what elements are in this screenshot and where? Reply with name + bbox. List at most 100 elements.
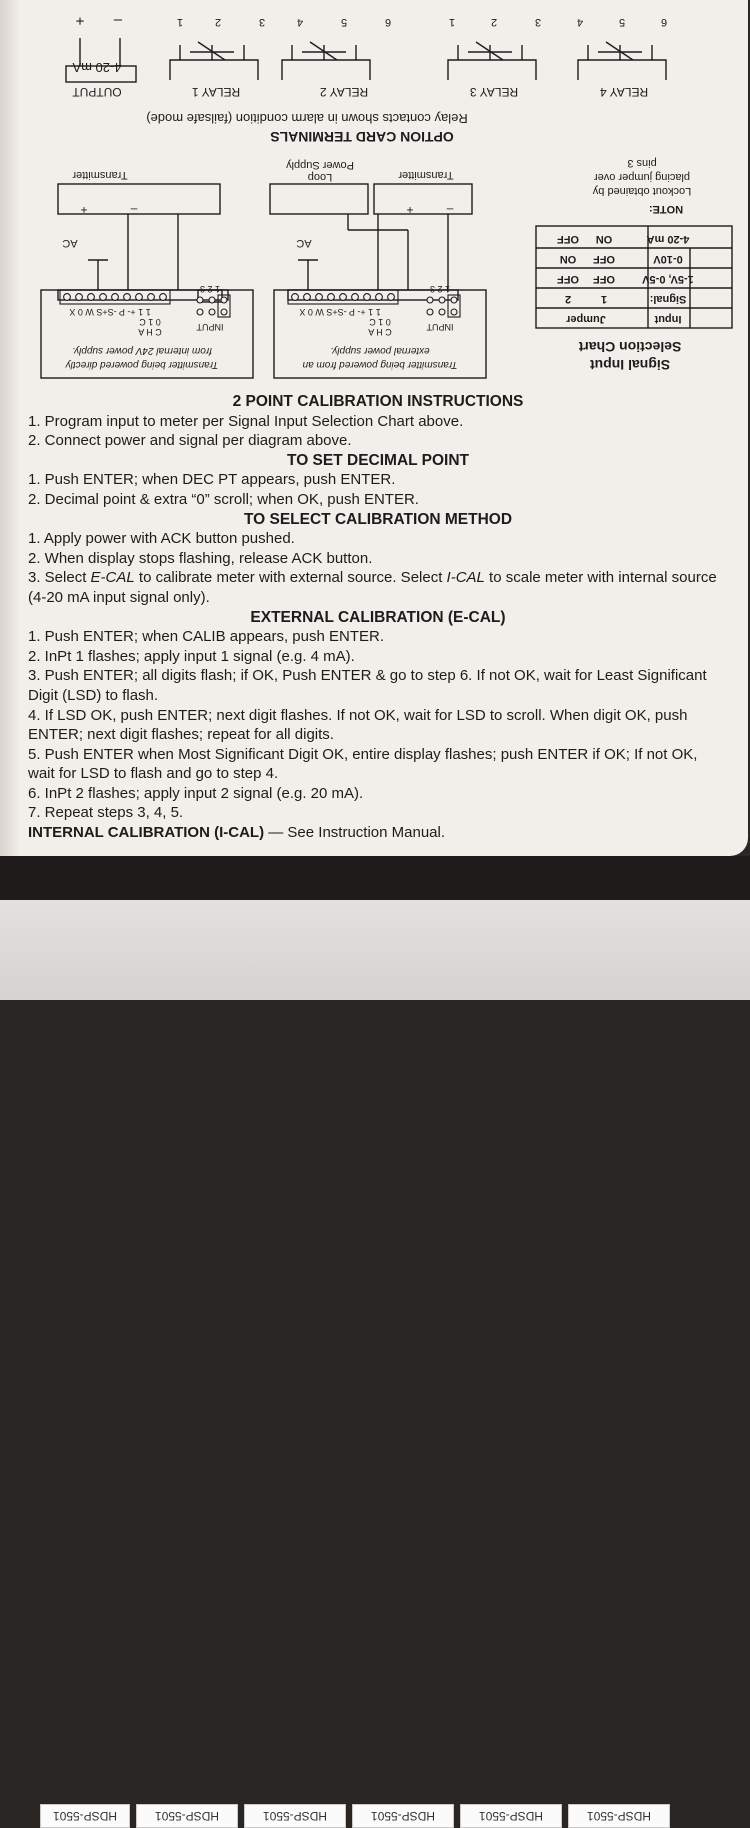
s3c-mid: to calibrate meter with external source.… [134, 569, 447, 587]
relay4-pin6: 6 [661, 16, 667, 28]
chart-header-input: Input [654, 313, 681, 325]
bottom-board: HDSP-5501 HDSP-5501 HDSP-5501 HDSP-5501 … [0, 900, 750, 1828]
chart-header-jumper: Jumper [565, 313, 605, 325]
final-bold: INTERNAL CALIBRATION (I-CAL) [28, 824, 265, 842]
part-label: HDSP-5501 [460, 1804, 562, 1828]
instr-s4-4: 4. If LSD OK, push ENTER; next digit fla… [28, 706, 688, 744]
output-minus: – [113, 12, 122, 29]
w1-terminal-screws [63, 293, 167, 301]
w2-loop: Loop [308, 171, 332, 183]
part-label: HDSP-5501 [352, 1804, 454, 1828]
option-card-title: OPTION CARD TERMINALS [270, 129, 454, 145]
instr-s4-6: 6. InPt 2 flashes; apply input 2 signal … [28, 784, 364, 802]
relay3-terminal [447, 41, 537, 80]
part-label: HDSP-5501 [136, 1804, 238, 1828]
relay1-pin3: 3 [259, 16, 265, 28]
instr-s1-1: 1. Program input to meter per Signal Inp… [28, 412, 464, 430]
w2-terminal-top: 1 1 +- P -S+S W 0 X [299, 307, 380, 317]
calibration-instructions: 2 POINT CALIBRATION INSTRUCTIONS 1. Prog… [28, 392, 728, 843]
chart-col1: 1 [601, 293, 607, 305]
instr-s4-1: 1. Push ENTER; when CALIB appears, push … [28, 628, 384, 646]
chart-row1-c1: OFF [593, 273, 615, 285]
s3c-pre: 3. Select [28, 569, 91, 587]
s3c-ical: I-CAL [446, 569, 485, 587]
chart-signal-label: Signal: [650, 293, 687, 305]
output-plus: + [75, 12, 84, 29]
w2-power-supply: Power Supply [286, 159, 354, 171]
instr-s2-1: 1. Push ENTER; when DEC PT appears, push… [28, 471, 396, 489]
output-label: OUTPUT [72, 85, 122, 99]
w2-caption1: Transmitter being powered from an [302, 359, 457, 370]
chart-row3-c2: OFF [557, 233, 579, 245]
w1-terminal-top: 1 1 +- P -S+S W 0 X [69, 307, 150, 317]
chart-row2-c1: OFF [593, 253, 615, 265]
relay-row [65, 38, 667, 83]
relay2-pin6: 6 [385, 16, 391, 28]
relay2-terminal [281, 41, 371, 80]
chart-title1: Signal Input [590, 357, 670, 373]
chart-title2: Selection Chart [578, 339, 681, 355]
part-label: HDSP-5501 [40, 1804, 130, 1828]
w2-pins: 1 2 3 [430, 284, 450, 294]
relay1-pin1: 1 [177, 16, 183, 28]
w1-caption1: Transmitter being powered directly [65, 359, 219, 370]
instr-s2-2: 2. Decimal point & extra “0” scroll; whe… [28, 490, 419, 508]
w1-jumper-pins [196, 294, 231, 318]
instr-s4-7: 7. Repeat steps 3, 4, 5. [28, 804, 184, 822]
heading-2pt-calibration: 2 POINT CALIBRATION INSTRUCTIONS [232, 393, 524, 410]
instr-s3-1: 1. Apply power with ACK button pushed. [28, 530, 295, 548]
heading-external-cal: EXTERNAL CALIBRATION (E-CAL) [250, 608, 506, 626]
w2-terminal-mid: 0 1 C [369, 317, 391, 327]
w2-minus: – [446, 203, 453, 217]
sheet-shadow [0, 0, 20, 856]
w2-transmitter: Transmitter [398, 169, 454, 181]
chart-row3-signal: 4-20 mA [647, 233, 690, 245]
note-line1: Lockout obtained by [592, 185, 691, 197]
relay3-pin3: 3 [535, 16, 541, 28]
instr-s4-2: 2. InPt 1 flashes; apply input 1 signal … [28, 647, 355, 665]
part-label: HDSP-5501 [568, 1804, 670, 1828]
wiring2-lines [269, 183, 487, 379]
w2-input-label: INPUT [426, 322, 454, 332]
w1-terminal-mid: 0 1 C [139, 317, 161, 327]
relay1-pin2: 2 [215, 16, 221, 28]
w2-terminal-screws [291, 293, 395, 301]
chart-col2: 2 [565, 293, 571, 305]
relay2-pin5: 5 [341, 16, 347, 28]
relay4-terminal [577, 41, 667, 80]
instr-final: INTERNAL CALIBRATION (I-CAL) — See Instr… [28, 823, 728, 843]
relay-note: Relay contacts shown in alarm condition … [146, 111, 468, 126]
instr-s4-3: 3. Push ENTER; all digits flash; if OK, … [28, 667, 707, 704]
w2-jumper-pins [426, 294, 461, 318]
w2-ac: AC [296, 237, 311, 249]
chart-row1-c2: OFF [557, 273, 579, 285]
w1-ac: AC [62, 237, 77, 249]
w1-minus: – [130, 203, 137, 217]
final-rest: — See Instruction Manual. [264, 824, 446, 842]
w1-transmitter: Transmitter [72, 169, 128, 181]
note-line2: placing jumper over [594, 171, 690, 183]
w2-terminal-bot: C H A [368, 327, 392, 337]
chart-row1-signal: 1-5V, 0-5V [642, 273, 694, 285]
note-title: NOTE: [649, 203, 683, 215]
instr-s3-2: 2. When display stops flashing, release … [28, 549, 373, 567]
relay2-label: RELAY 2 [320, 85, 369, 99]
instr-s4-5: 5. Push ENTER when Most Significant Digi… [28, 745, 698, 783]
relay3-label: RELAY 3 [470, 85, 519, 99]
w2-plus: + [406, 203, 413, 217]
relay3-pin2: 2 [491, 16, 497, 28]
w1-terminal-bot: C H A [138, 327, 162, 337]
wiring-diagram: 4-20 mA OUTPUT + – RELAY 1 1 2 3 RELAY 2… [40, 12, 733, 379]
relay2-pin4: 4 [297, 16, 303, 28]
instr-s1-2: 2. Connect power and signal per diagram … [28, 432, 352, 450]
instr-s3-3: 3. Select E-CAL to calibrate meter with … [28, 568, 728, 607]
chart-row3-c1: ON [596, 233, 613, 245]
note-line3: pins 3 [627, 157, 656, 169]
chart-row2-signal: 0-10V [653, 253, 683, 265]
w1-caption2: from internal 24V power supply. [72, 345, 212, 356]
w2-caption2: external power supply. [330, 345, 429, 356]
selection-chart-table [535, 225, 733, 329]
heading-decimal-point: TO SET DECIMAL POINT [287, 451, 469, 469]
output-terminal [65, 38, 137, 83]
s3c-post: to scale meter with internal source (4-2… [28, 569, 717, 606]
